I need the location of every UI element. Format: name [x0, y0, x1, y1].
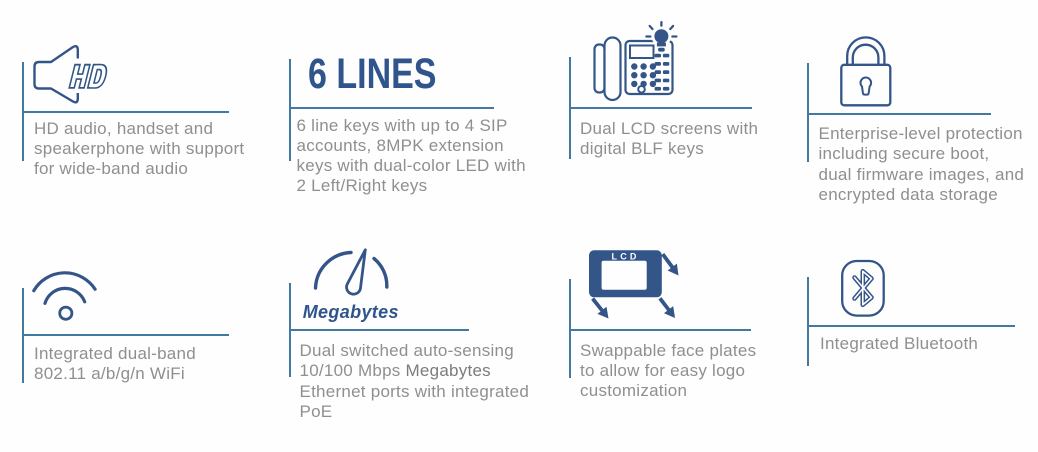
svg-text:LCD: LCD — [612, 251, 640, 261]
